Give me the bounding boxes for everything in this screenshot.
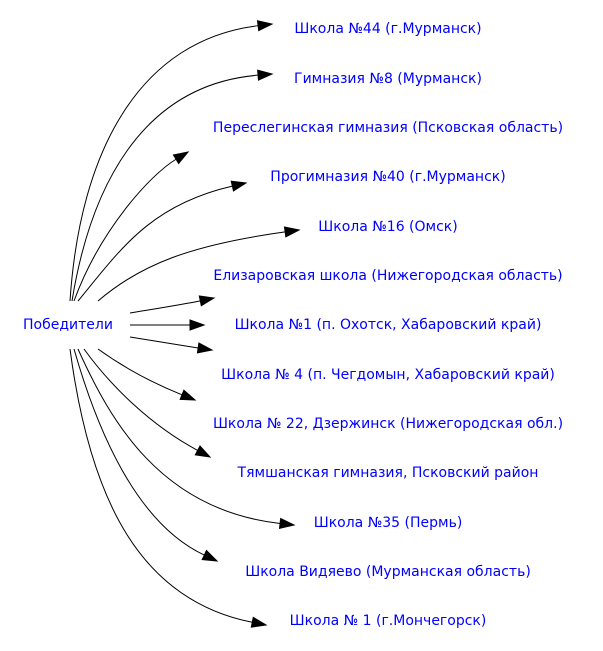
arrowhead-n12 — [201, 549, 219, 562]
edges-group — [69, 20, 301, 628]
node-label-n1[interactable]: Школа №44 (г.Мурманск) — [294, 21, 481, 37]
edge-n10 — [83, 348, 198, 451]
node-label-n4[interactable]: Прогимназия №40 (г.Мурманск) — [270, 169, 505, 185]
edge-n8 — [129, 336, 199, 349]
arrowhead-n8 — [196, 342, 214, 354]
node-label-n10[interactable]: Тямшанская гимназия, Псковский район — [237, 465, 539, 481]
node-label-n12[interactable]: Школа Видяево (Мурманская область) — [245, 564, 531, 580]
arrowhead-n3 — [172, 151, 190, 165]
node-label-n13[interactable]: Школа № 1 (г.Мончегорск) — [290, 613, 487, 629]
node-label-n6[interactable]: Елизаровская школа (Нижегородская област… — [213, 268, 562, 284]
arrowhead-n10 — [194, 445, 212, 458]
node-label-n7[interactable]: Школа №1 (п. Охотск, Хабаровский край) — [235, 317, 542, 333]
arrowhead-n9 — [179, 389, 197, 401]
edge-n4 — [77, 185, 233, 302]
edge-n9 — [97, 348, 183, 396]
arrowhead-n2 — [257, 69, 274, 81]
node-label-n5[interactable]: Школа №16 (Омск) — [318, 219, 457, 235]
node-label-n8[interactable]: Школа № 4 (п. Чегдомын, Хабаровский край… — [221, 367, 555, 383]
root-node-label[interactable]: Победители — [23, 317, 113, 333]
edge-n1 — [69, 25, 259, 302]
arrowhead-n6 — [198, 295, 216, 307]
arrowhead-n5 — [283, 226, 301, 238]
edge-n11 — [77, 348, 281, 524]
edge-n2 — [71, 74, 259, 302]
arrowhead-n4 — [230, 180, 248, 192]
node-label-n3[interactable]: Переслегинская гимназия (Псковская облас… — [213, 120, 563, 136]
edge-n5 — [97, 231, 286, 302]
arrowhead-n1 — [256, 20, 274, 32]
arrowhead-n13 — [250, 616, 268, 628]
node-label-n9[interactable]: Школа № 22, Дзержинск (Нижегородская обл… — [213, 416, 563, 432]
labels-group: Победители Школа №44 (г.Мурманск) Гимнази… — [23, 21, 563, 629]
node-label-n11[interactable]: Школа №35 (Пермь) — [314, 515, 463, 531]
edge-n12 — [73, 348, 205, 556]
edge-n13 — [69, 348, 253, 623]
arrowhead-n11 — [278, 517, 296, 530]
edge-n3 — [73, 158, 177, 302]
node-label-n2[interactable]: Гимназия №8 (Мурманск) — [294, 71, 482, 87]
edge-n6 — [129, 300, 201, 314]
arrowhead-n7 — [189, 319, 206, 331]
